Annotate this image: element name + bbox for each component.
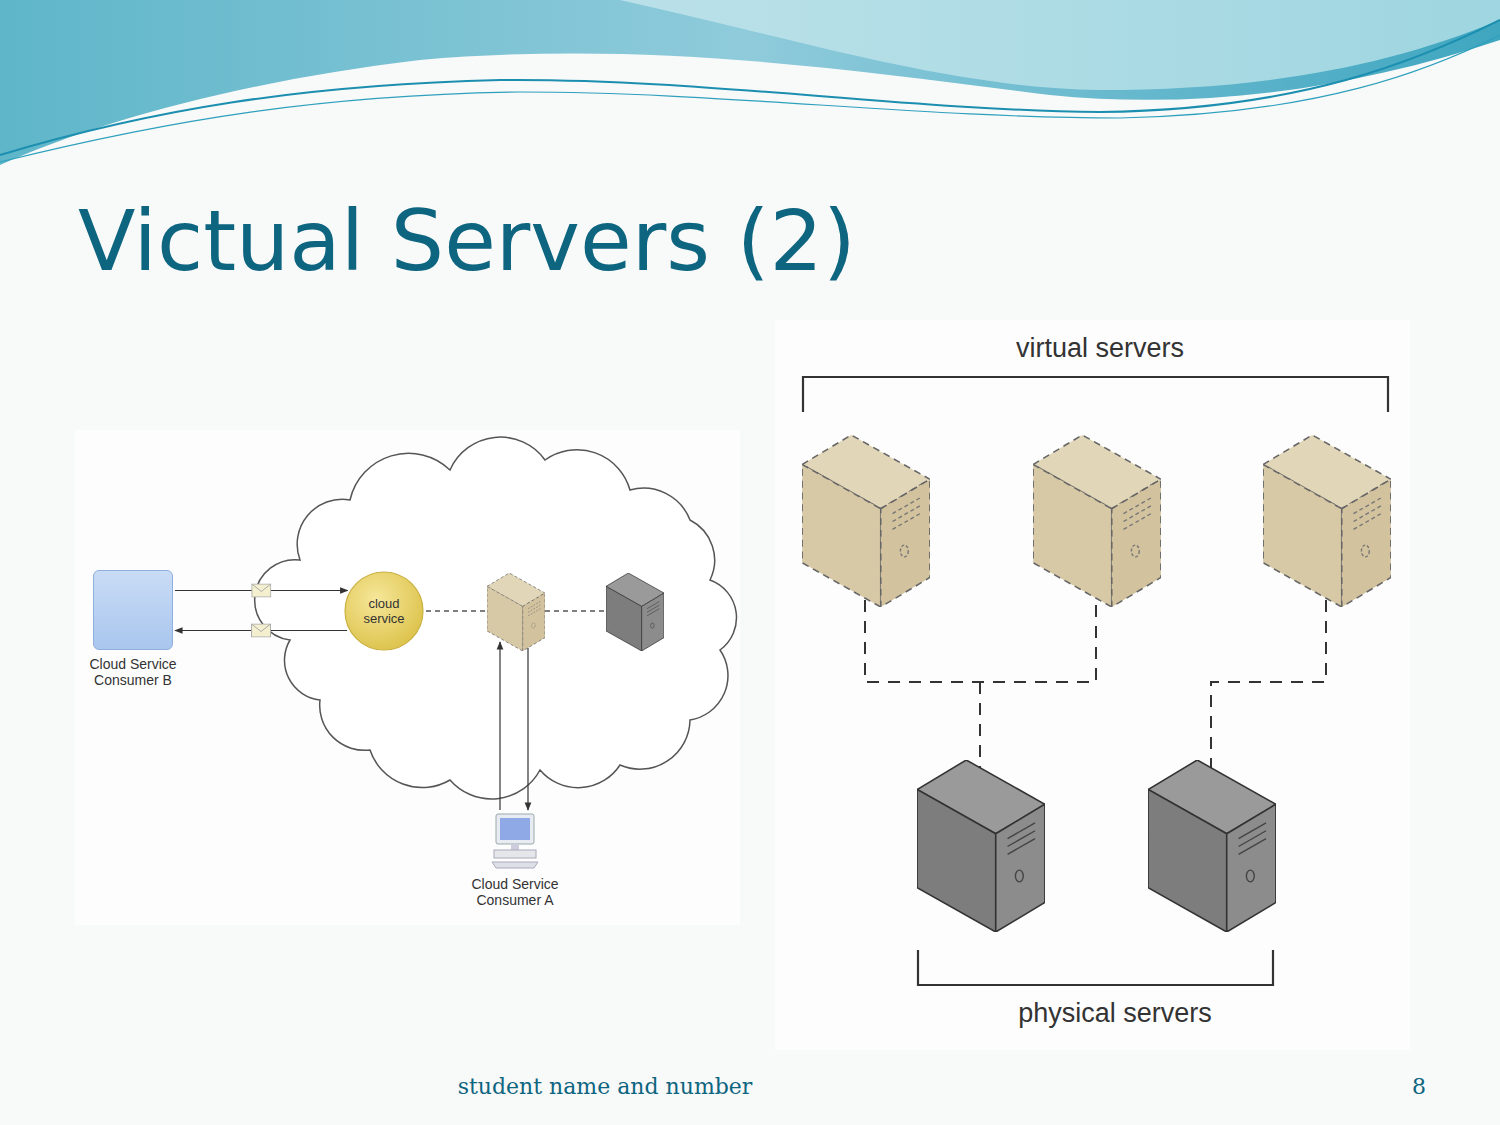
footer-text: student name and number	[380, 1074, 830, 1099]
group-label: virtual servers	[900, 333, 1300, 364]
consumer-square	[93, 570, 173, 650]
service-label: cloud service	[354, 596, 414, 626]
message-envelope	[252, 624, 271, 637]
computer-icon	[490, 812, 540, 870]
group-label: physical servers	[915, 998, 1315, 1029]
message-envelope	[252, 584, 271, 597]
service-circle: cloud service	[344, 571, 424, 651]
page-number: 8	[1330, 1074, 1426, 1099]
consumer-computer: Cloud Service Consumer A	[455, 812, 575, 908]
slide-title: Victual Servers (2)	[78, 192, 856, 290]
consumer-label: Cloud Service Consumer B	[78, 656, 188, 688]
text-wrap: cloud service	[344, 571, 424, 651]
consumer-box: Cloud Service Consumer B	[78, 570, 188, 688]
consumer-label: Cloud Service Consumer A	[455, 876, 575, 908]
